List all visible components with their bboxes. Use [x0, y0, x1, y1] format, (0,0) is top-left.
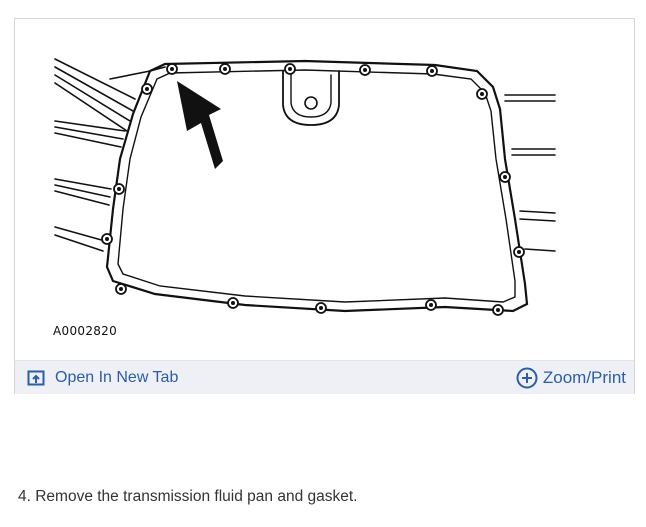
diagram-code: A0002820	[53, 324, 118, 338]
diagram-illustration	[54, 58, 556, 316]
figure-card: A0002820 Open In New Tab Zoom/Print	[14, 18, 635, 394]
open-in-new-tab-button[interactable]: Open In New Tab	[27, 361, 178, 394]
open-new-tab-icon	[27, 369, 45, 387]
instruction-step: 4. Remove the transmission fluid pan and…	[18, 488, 358, 505]
pointer-arrow-icon	[177, 81, 223, 169]
transmission-pan-diagram: A0002820	[15, 19, 634, 359]
zoom-print-button[interactable]: Zoom/Print	[516, 361, 626, 394]
open-in-new-tab-label: Open In New Tab	[55, 368, 179, 386]
figure-toolbar: Open In New Tab Zoom/Print	[15, 360, 634, 394]
zoom-print-label: Zoom/Print	[542, 367, 626, 387]
plus-circle-icon	[516, 367, 538, 389]
